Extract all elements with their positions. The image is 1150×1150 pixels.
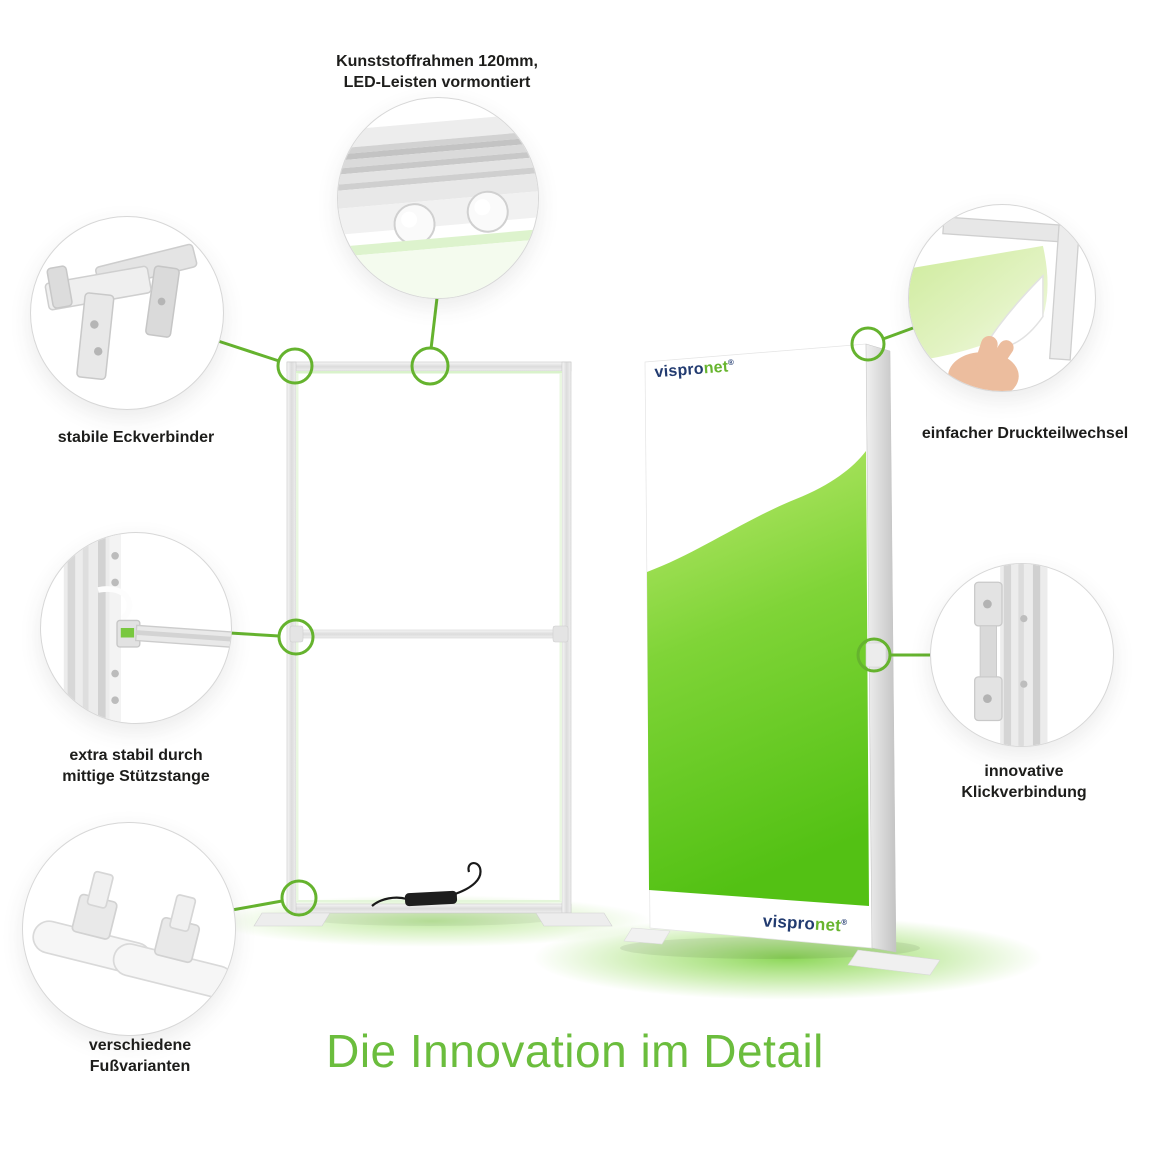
label-line: extra stabil durch	[69, 747, 203, 764]
detail-circle-foot-variants	[22, 822, 236, 1036]
label-line: Fußvarianten	[89, 1057, 191, 1075]
label-line: stabile Eckverbinder	[57, 429, 215, 446]
callout-lines	[217, 297, 930, 912]
support-bar	[295, 629, 563, 639]
callout-label-print-change: einfacher Druckteilwechsel	[890, 424, 1150, 445]
support-bar-photo-icon	[63, 533, 231, 723]
corner-connector-photo-icon	[44, 243, 198, 381]
brand-part-green: net	[703, 358, 729, 378]
label-line: innovative	[984, 763, 1064, 780]
click-connection-photo-icon	[974, 564, 1048, 746]
detail-circle-support-bar	[40, 532, 232, 724]
led-strip-photo-icon	[338, 110, 538, 298]
display-foot-right	[847, 949, 941, 976]
label-line: mittige Stützstange	[62, 767, 210, 785]
display-foot-left	[623, 927, 671, 945]
callout-label-click-connection: innovative Klickverbindung	[904, 762, 1144, 804]
led-frame-wireframe	[253, 361, 613, 927]
display-green-swoosh	[647, 451, 869, 906]
callout-label-led-frame: Kunststoffrahmen 120mm, LED-Leisten vorm…	[287, 52, 587, 94]
brand-part-navy: vispro	[654, 360, 705, 382]
detail-circle-led-strip	[337, 97, 539, 299]
print-change-photo-icon	[909, 216, 1090, 391]
callout-label-corner-connector: stabile Eckverbinder	[16, 428, 256, 449]
callout-rings	[276, 326, 892, 917]
label-line: verschiedene	[88, 1037, 192, 1054]
brand-part-green: net	[814, 914, 842, 936]
brand-part-navy: vispro	[762, 911, 816, 934]
power-adapter	[404, 890, 458, 907]
finished-display	[623, 343, 941, 976]
power-cable	[371, 896, 408, 907]
brand-reg-mark: ®	[727, 357, 735, 368]
label-line: einfacher Druckteilwechsel	[921, 425, 1129, 442]
side-click-connector	[865, 642, 887, 668]
callout-label-foot-variants: verschiedene Fußvarianten	[20, 1036, 260, 1078]
hand-icon	[948, 335, 1019, 391]
foot-variants-photo-icon	[32, 870, 235, 999]
label-line: LED-Leisten vormontiert	[343, 73, 531, 91]
label-line: Klickverbindung	[961, 783, 1087, 801]
brand-reg-mark: ®	[841, 917, 848, 927]
detail-circle-print-change	[908, 204, 1096, 392]
detail-circle-corner-connector	[30, 216, 224, 410]
callout-label-support-bar: extra stabil durch mittige Stützstange	[16, 746, 256, 788]
frame-foot-right	[535, 912, 613, 927]
page-title: Die Innovation im Detail	[326, 1025, 824, 1077]
detail-circle-click-connection	[930, 563, 1114, 747]
label-line: Kunststoffrahmen 120mm,	[336, 53, 538, 70]
